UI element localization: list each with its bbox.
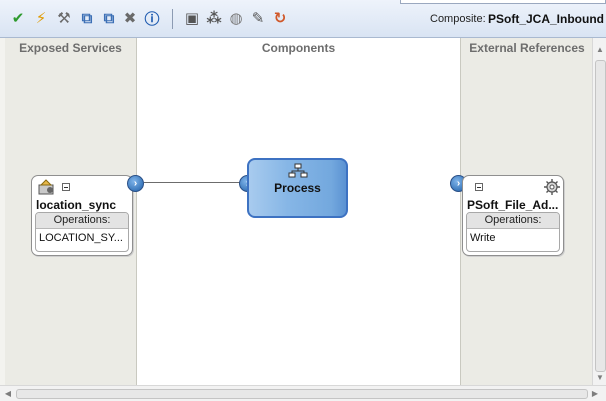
validate-icon-glyph: ✔ [11, 9, 25, 27]
reference-name: PSoft_File_Ad... [467, 198, 559, 212]
refresh-icon-glyph: ↻ [273, 9, 287, 27]
layout-icon-glyph: ⁂ [206, 9, 222, 27]
edit-icon[interactable]: ✎ [249, 9, 267, 27]
copy-icon-glyph: ⧉ [81, 9, 93, 27]
components-title: Components [261, 41, 336, 55]
wrench-icon-glyph: ⚒ [57, 9, 71, 27]
operation-item[interactable]: LOCATION_SY... [39, 232, 123, 244]
process-component[interactable]: Process [247, 158, 348, 218]
horizontal-scrollbar[interactable]: ◀ ▶ [0, 385, 606, 401]
scroll-down-icon[interactable]: ▼ [596, 372, 604, 382]
service-name: location_sync [36, 198, 117, 212]
toolbar-separator [172, 9, 173, 29]
service-port-icon[interactable]: › [127, 175, 144, 192]
bpel-process-icon [288, 163, 308, 178]
validate-icon[interactable]: ✔ [9, 9, 27, 27]
vertical-scroll-thumb[interactable] [595, 60, 606, 372]
toolbar: ✔ ⚡ ⚒ ⧉ ⧉ ✖ ⓘ ▣ ⁂ ◍ ✎ ↻ Composite: PSoft… [0, 0, 606, 38]
operations-label: Operations: [467, 213, 559, 229]
zoom-icon[interactable]: ▣ [183, 9, 201, 27]
test-icon-glyph: ◍ [229, 9, 243, 27]
process-name: Process [274, 181, 321, 195]
service-card-location-sync[interactable]: location_sync Operations: LOCATION_SY... [31, 175, 133, 256]
horizontal-scroll-thumb[interactable] [16, 389, 588, 399]
deploy-icon[interactable]: ⚡ [32, 9, 50, 27]
composite-label: Composite: [430, 13, 486, 25]
adapter-icon [38, 179, 54, 195]
operations-box: Operations: LOCATION_SY... [35, 212, 129, 252]
zoom-icon-glyph: ▣ [184, 9, 200, 27]
paste-icon[interactable]: ⧉ [100, 9, 118, 27]
layout-icon[interactable]: ⁂ [205, 9, 223, 27]
scroll-up-icon[interactable]: ▲ [596, 44, 604, 54]
info-icon-glyph: ⓘ [144, 9, 160, 28]
exposed-services-title: Exposed Services [19, 41, 122, 55]
collapse-icon[interactable] [62, 183, 70, 191]
operation-item[interactable]: Write [470, 232, 496, 244]
external-references-title: External References [469, 41, 585, 55]
reference-card-psoft-file[interactable]: PSoft_File_Ad... Operations: Write [462, 175, 564, 256]
delete-icon[interactable]: ✖ [121, 9, 139, 27]
scroll-right-icon[interactable]: ▶ [591, 388, 599, 398]
test-icon[interactable]: ◍ [227, 9, 245, 27]
info-icon[interactable]: ⓘ [143, 9, 161, 28]
collapse-icon[interactable] [475, 183, 483, 191]
service-to-process-wire[interactable] [144, 182, 240, 183]
canvas-gutter [0, 38, 5, 385]
copy-icon[interactable]: ⧉ [78, 9, 96, 27]
editor-tab-edge [400, 0, 606, 4]
paste-icon-glyph: ⧉ [103, 9, 115, 27]
file-adapter-gear-icon [544, 179, 560, 195]
refresh-icon[interactable]: ↻ [271, 9, 289, 27]
deploy-icon-glyph: ⚡ [35, 9, 47, 27]
scroll-left-icon[interactable]: ◀ [4, 388, 12, 398]
wrench-icon[interactable]: ⚒ [55, 9, 73, 27]
operations-label: Operations: [36, 213, 128, 229]
composite-name: PSoft_JCA_Inbound [488, 12, 604, 26]
vertical-scrollbar[interactable]: ▲ ▼ [592, 38, 606, 385]
delete-icon-glyph: ✖ [123, 9, 137, 27]
edit-icon-glyph: ✎ [251, 9, 265, 27]
operations-box: Operations: Write [466, 212, 560, 252]
